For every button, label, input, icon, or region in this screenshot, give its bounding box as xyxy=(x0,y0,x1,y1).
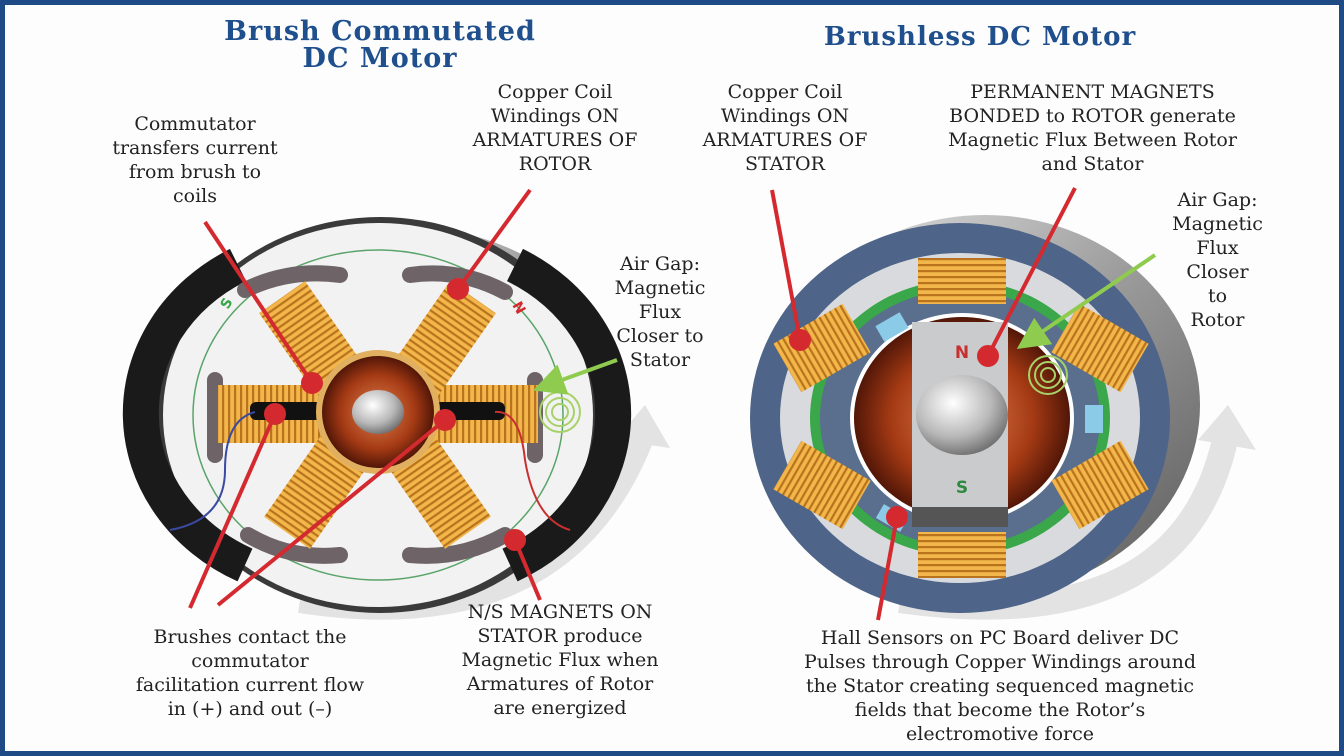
stator-coil-label: Copper Coil Windings ON ARMATURES OF STA… xyxy=(702,81,868,175)
title-line-2: DC Motor xyxy=(302,43,458,74)
title-line-1: Brush Commutated xyxy=(224,16,536,47)
permanent-magnets-label: PERMANENT MAGNETS BONDED to ROTOR genera… xyxy=(948,81,1237,175)
air-gap-stator-label: Air Gap: Magnetic Flux Closer to Stator xyxy=(614,253,706,371)
brushless-motor-title: Brushless DC Motor xyxy=(823,22,1137,52)
rotor-north-mark: N xyxy=(955,343,969,363)
callout-lines xyxy=(188,187,1077,621)
hall-sensors-label: Hall Sensors on PC Board deliver DC Puls… xyxy=(803,627,1197,745)
brushless-motor: N S xyxy=(750,215,1256,620)
rotor-coil-label: Copper Coil Windings ON ARMATURES OF ROT… xyxy=(472,81,638,175)
commutator-label: Commutator transfers current from brush … xyxy=(112,113,278,207)
ns-magnets-label: N/S MAGNETS ON STATOR produce Magnetic F… xyxy=(461,601,659,719)
air-gap-rotor-label: Air Gap: Magnetic Flux Closer to Rotor xyxy=(1172,189,1263,331)
air-gap-arrows xyxy=(532,253,1157,395)
brushes-label: Brushes contact the commutator facilitat… xyxy=(135,626,365,720)
brushed-motor-title: Brush Commutated DC Motor xyxy=(150,18,610,72)
rotor-south-mark: S xyxy=(956,478,968,498)
